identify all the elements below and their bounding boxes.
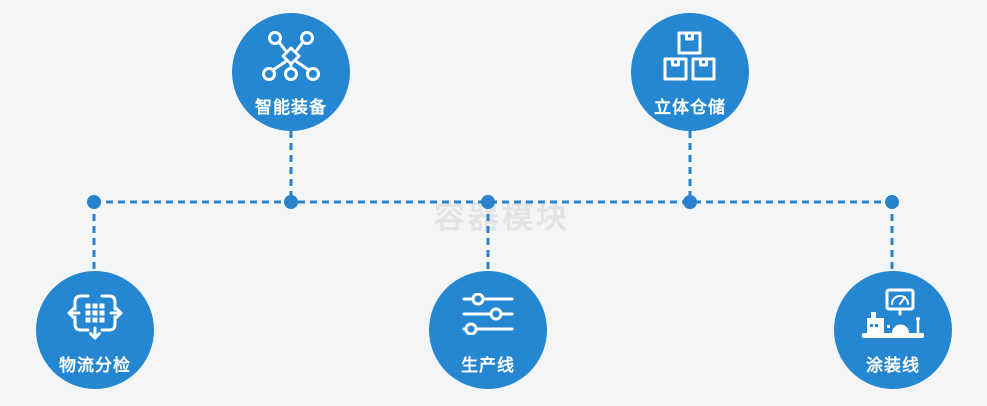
node-production-line[interactable]: 生产线	[429, 271, 547, 389]
stacked-boxes-icon	[663, 28, 717, 84]
control-station-icon	[860, 286, 926, 342]
junction-dot	[481, 195, 495, 209]
node-painting-line[interactable]: 涂装线	[834, 271, 952, 389]
sliders-icon	[462, 286, 514, 342]
node-label: 生产线	[461, 356, 515, 375]
watermark-text: 容器模块	[434, 200, 570, 235]
node-logistics-sorting[interactable]: 物流分检	[36, 271, 154, 389]
junction-dot	[87, 195, 101, 209]
junction-dot	[284, 195, 298, 209]
node-label: 立体仓储	[654, 98, 726, 117]
junction-dot	[885, 195, 899, 209]
sorting-arrows-icon	[66, 286, 124, 342]
node-smart-equipment[interactable]: 智能装备	[232, 13, 350, 131]
network-nodes-icon	[261, 28, 321, 84]
node-label: 智能装备	[255, 98, 327, 117]
node-label: 涂装线	[866, 356, 920, 375]
node-label: 物流分检	[59, 356, 131, 375]
junction-dot	[683, 195, 697, 209]
node-stereo-warehouse[interactable]: 立体仓储	[631, 13, 749, 131]
